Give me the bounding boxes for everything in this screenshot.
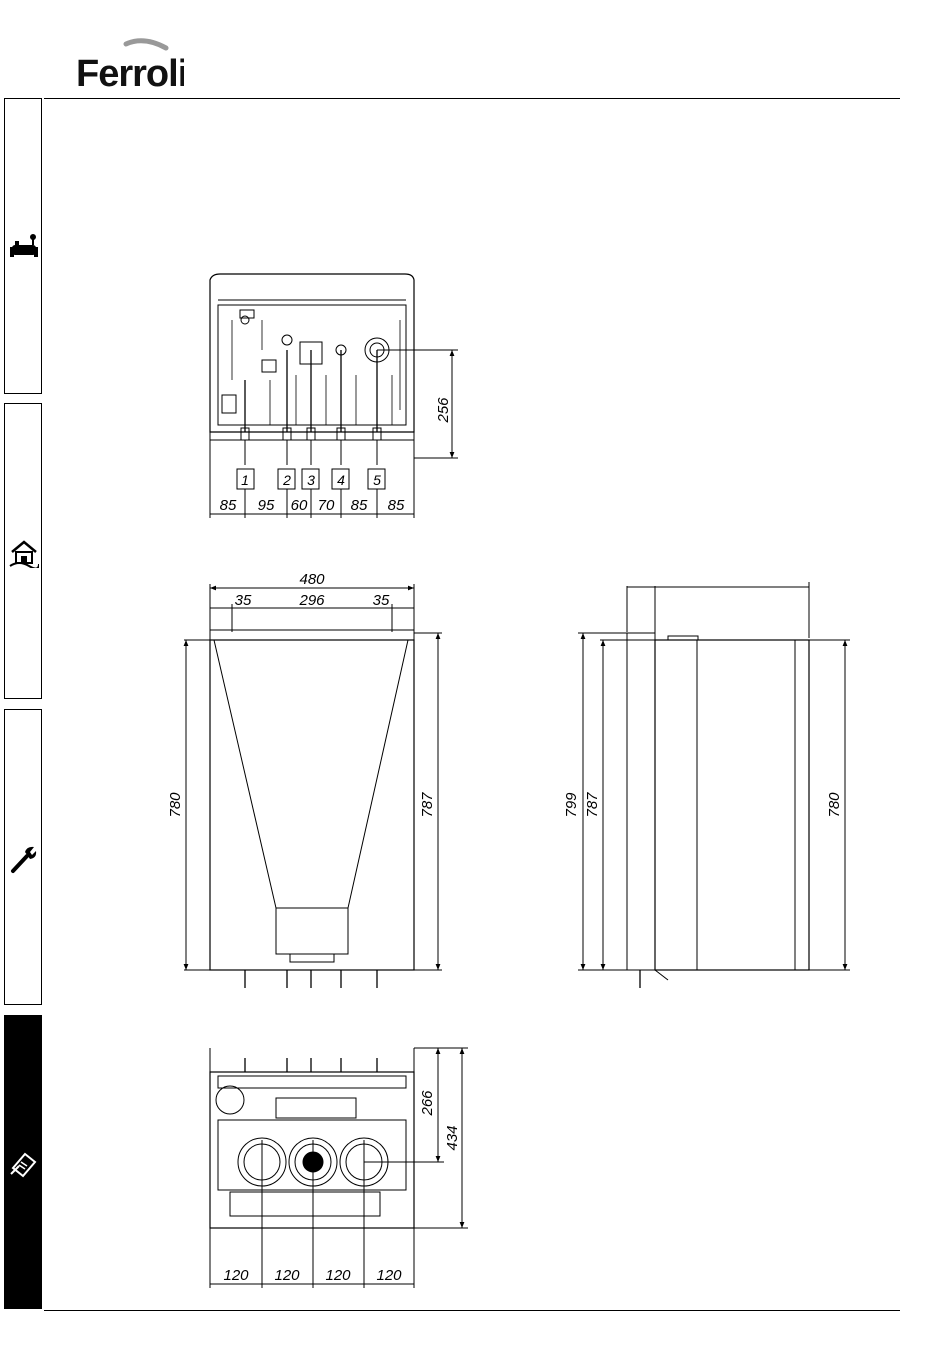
dim-left-offset: 35 [235, 592, 252, 609]
connection-label-1: 1 [241, 472, 249, 488]
connection-label-2: 2 [282, 472, 291, 488]
bottom-view-labels: 1 2 3 4 5 85 95 60 70 85 85 256 [220, 397, 452, 514]
dim-flue-spacing-3: 120 [325, 1267, 351, 1284]
dim-height-787-side: 787 [584, 792, 601, 818]
connection-label-3: 3 [307, 472, 315, 488]
connection-label-4: 4 [337, 472, 345, 488]
dim-depth-266: 266 [419, 1090, 436, 1117]
side-view [578, 582, 850, 988]
dim-spacing-1: 85 [220, 497, 237, 514]
dim-height-780-left: 780 [167, 792, 184, 818]
dim-spacing-3: 60 [291, 497, 308, 514]
dim-height-256: 256 [435, 397, 452, 424]
connection-label-5: 5 [373, 472, 381, 488]
dim-depth-434: 434 [444, 1125, 461, 1150]
dim-height-780-side: 780 [826, 792, 843, 818]
side-view-labels: 799 787 780 [563, 792, 843, 818]
dim-width-480: 480 [299, 571, 325, 588]
front-view [184, 584, 442, 988]
dim-height-799: 799 [563, 792, 580, 818]
dim-spacing-6: 85 [388, 497, 405, 514]
dim-right-offset: 35 [373, 592, 390, 609]
dim-flue-spacing-2: 120 [274, 1267, 300, 1284]
dim-spacing-5: 85 [351, 497, 368, 514]
dim-height-787-right: 787 [419, 792, 436, 818]
dim-flue-spacing-4: 120 [376, 1267, 402, 1284]
top-view-labels: 120 120 120 120 266 434 [223, 1090, 461, 1284]
dim-center-296: 296 [298, 592, 325, 609]
dim-spacing-4: 70 [318, 497, 335, 514]
top-view [210, 1048, 468, 1288]
dim-flue-spacing-1: 120 [223, 1267, 249, 1284]
dim-spacing-2: 95 [258, 497, 275, 514]
